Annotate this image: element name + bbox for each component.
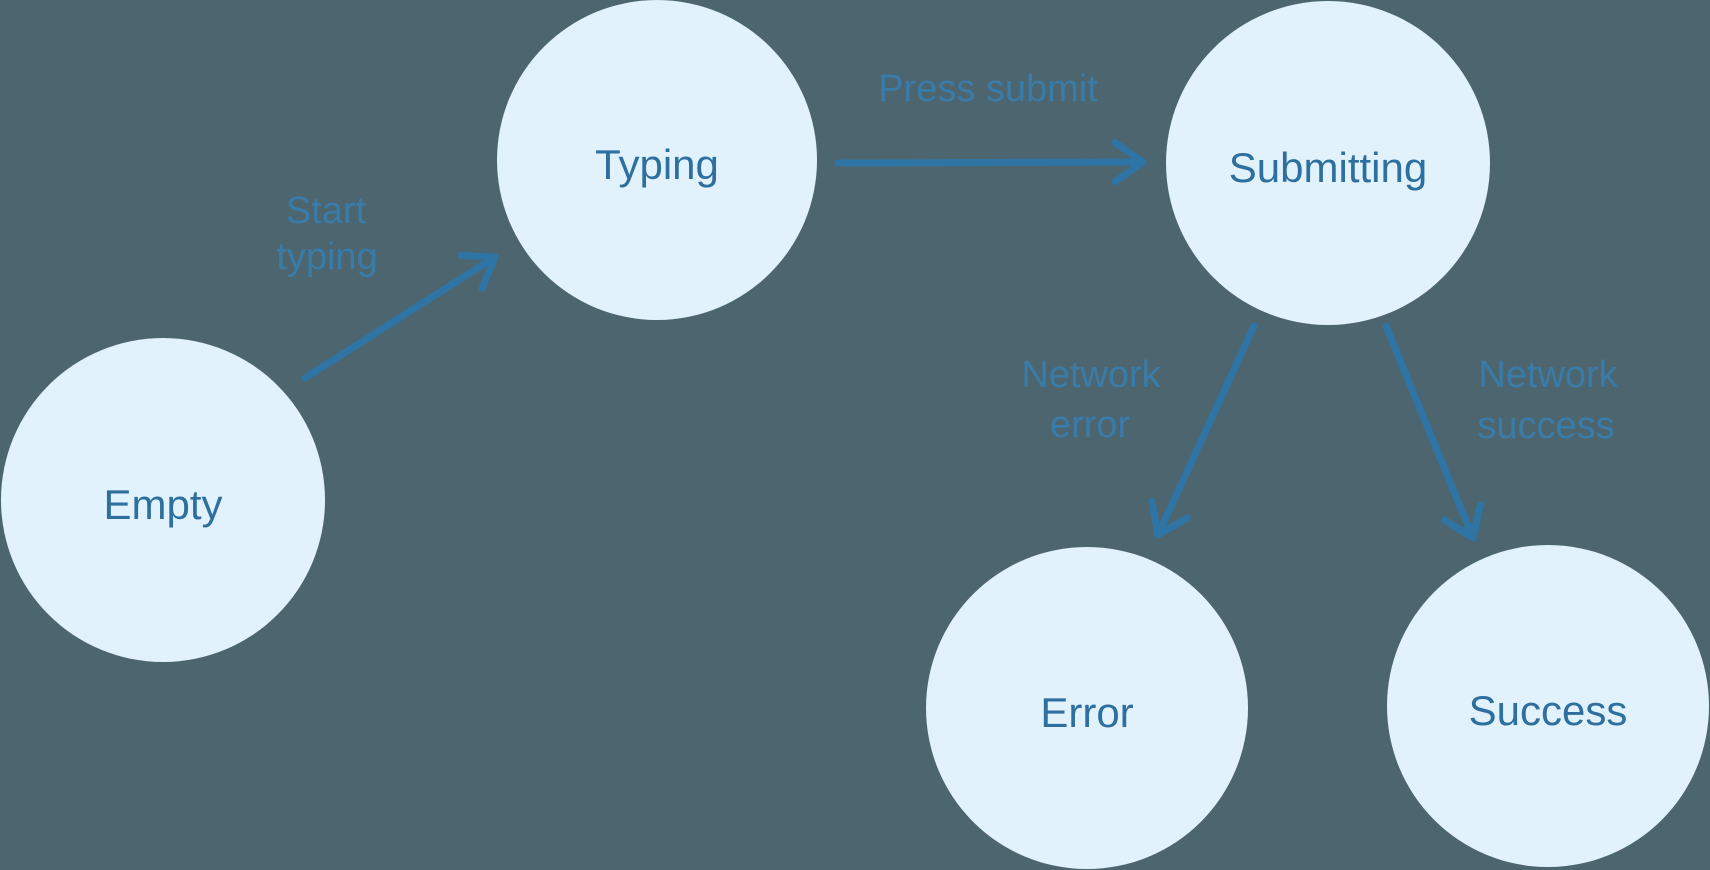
state-label-typing: Typing (595, 141, 719, 188)
state-label-error: Error (1040, 689, 1133, 736)
arrowhead-icon (1111, 158, 1147, 186)
transition-label-network-success-line1: Network (1478, 354, 1618, 396)
arrowhead-icon (1440, 516, 1477, 542)
state-label-submitting: Submitting (1229, 144, 1427, 191)
arrowhead-icon (1154, 514, 1191, 539)
transition-label-network-error-line2: error (1050, 404, 1131, 446)
transition-label-press-submit-line1: Press submit (878, 68, 1098, 110)
transition-arrow-network-success (1382, 322, 1477, 542)
arrowhead-icon (457, 252, 499, 261)
arrowhead-icon (1111, 139, 1147, 166)
state-node-empty (1, 338, 325, 662)
state-node-success (1387, 545, 1709, 867)
transition-arrow-press-submit (834, 158, 1147, 167)
arrowhead-icon (478, 253, 499, 292)
state-node-submitting (1166, 1, 1490, 325)
transition-arrow-start-typing (301, 253, 499, 382)
arrowhead-icon (1469, 501, 1484, 542)
transition-label-start-typing-line1: Start (286, 190, 367, 232)
state-label-empty: Empty (103, 481, 222, 528)
state-label-success: Success (1469, 687, 1628, 734)
transition-label-network-error-line1: Network (1021, 354, 1161, 396)
transition-arrow-network-error (1154, 322, 1258, 539)
state-node-error (926, 547, 1248, 869)
transition-label-network-success-line2: success (1477, 405, 1614, 447)
transition-label-start-typing-line2: typing (276, 236, 377, 278)
arrowhead-icon (1148, 498, 1162, 539)
state-node-typing (497, 0, 817, 320)
